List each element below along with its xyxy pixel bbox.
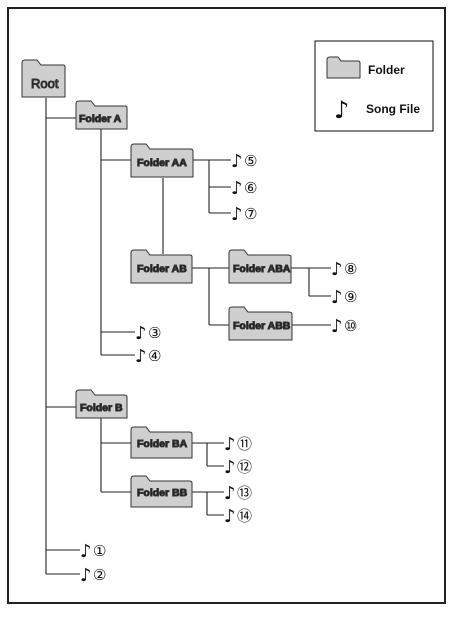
song-file-4: ♪ ④ [135,346,161,367]
song-file-10: ♪ ⑩ [331,316,357,337]
folder-aa: Folder AA [130,143,194,178]
song-file-11: ♪ ⑪ [224,434,252,455]
song-number: ⑥ [244,179,257,197]
folder-a: Folder A [75,100,128,130]
song-file-2: ♪ ② [80,565,106,586]
song-files: ♪ ⑤ ♪ ⑥ ♪ ⑦ ♪ ⑧ ♪ ⑨ ♪ ⑩ ♪ ③ ♪ ④ [80,151,357,586]
song-file-6: ♪ ⑥ [231,178,257,199]
legend-song-label: Song File [366,102,420,116]
folder-aa-label: Folder AA [137,157,187,169]
song-number: ③ [148,324,161,342]
legend-folder-label: Folder [368,63,405,77]
music-note-icon: ♪ [231,204,243,225]
music-note-icon: ♪ [224,483,236,504]
music-note-icon: ♪ [331,259,343,280]
song-file-12: ♪ ⑫ [224,457,252,478]
song-file-3: ♪ ③ [135,323,161,344]
song-file-5: ♪ ⑤ [231,151,257,172]
folder-a-label: Folder A [79,113,122,125]
folder-root: Root [21,59,66,98]
music-note-icon: ♪ [331,287,343,308]
folder-abb-label: Folder ABB [233,320,291,332]
folder-abb: Folder ABB [228,306,293,341]
music-note-icon: ♪ [334,96,349,124]
folder-aba: Folder ABA [228,249,292,284]
folder-bb: Folder BB [130,475,193,508]
music-note-icon: ♪ [80,565,92,586]
folder-icon [21,59,66,98]
diagram-frame [7,7,446,604]
folder-icon [130,143,194,178]
folder-ab-label: Folder AB [137,263,187,275]
folder-icon [130,249,193,284]
song-number: ⑭ [237,507,252,525]
music-note-icon: ♪ [331,316,343,337]
folder-ab: Folder AB [130,249,193,284]
folder-icon [130,426,193,459]
folder-root-label: Root [31,76,59,91]
music-note-icon: ♪ [224,434,236,455]
folder-icon [228,249,292,284]
music-note-icon: ♪ [224,506,236,527]
song-file-9: ♪ ⑨ [331,287,357,308]
song-number: ⑤ [244,152,257,170]
legend: Folder ♪ Song File [314,40,434,132]
music-note-icon: ♪ [224,457,236,478]
song-number: ⑪ [237,435,252,453]
song-number: ② [93,566,106,584]
song-number: ⑫ [237,458,252,476]
song-number: ⑨ [344,288,357,306]
song-file-7: ♪ ⑦ [231,204,257,225]
folder-aba-label: Folder ABA [233,263,291,275]
folder-b-label: Folder B [80,402,123,414]
folder-bb-label: Folder BB [137,487,188,499]
folder-ba: Folder BA [130,426,193,459]
song-file-13: ♪ ⑬ [224,483,252,504]
music-note-icon: ♪ [135,323,147,344]
connector-lines [45,98,331,575]
folder-icon [75,100,128,130]
song-number: ⑦ [244,205,257,223]
song-file-1: ♪ ① [80,541,106,562]
music-note-icon: ♪ [135,346,147,367]
folder-icon [228,306,293,341]
song-file-8: ♪ ⑧ [331,259,357,280]
folder-b: Folder B [75,389,128,419]
folder-ba-label: Folder BA [137,438,188,450]
song-number: ④ [148,347,161,365]
legend-box [314,40,434,132]
song-number: ⑧ [344,260,357,278]
song-number: ⑬ [237,484,252,502]
music-note-icon: ♪ [231,178,243,199]
song-file-14: ♪ ⑭ [224,506,252,527]
music-note-icon: ♪ [80,541,92,562]
folder-icon [75,389,128,419]
music-note-icon: ♪ [231,151,243,172]
folder-icon [130,475,193,508]
folder-icon [326,56,361,79]
song-number: ① [93,542,106,560]
song-number: ⑩ [344,317,357,335]
